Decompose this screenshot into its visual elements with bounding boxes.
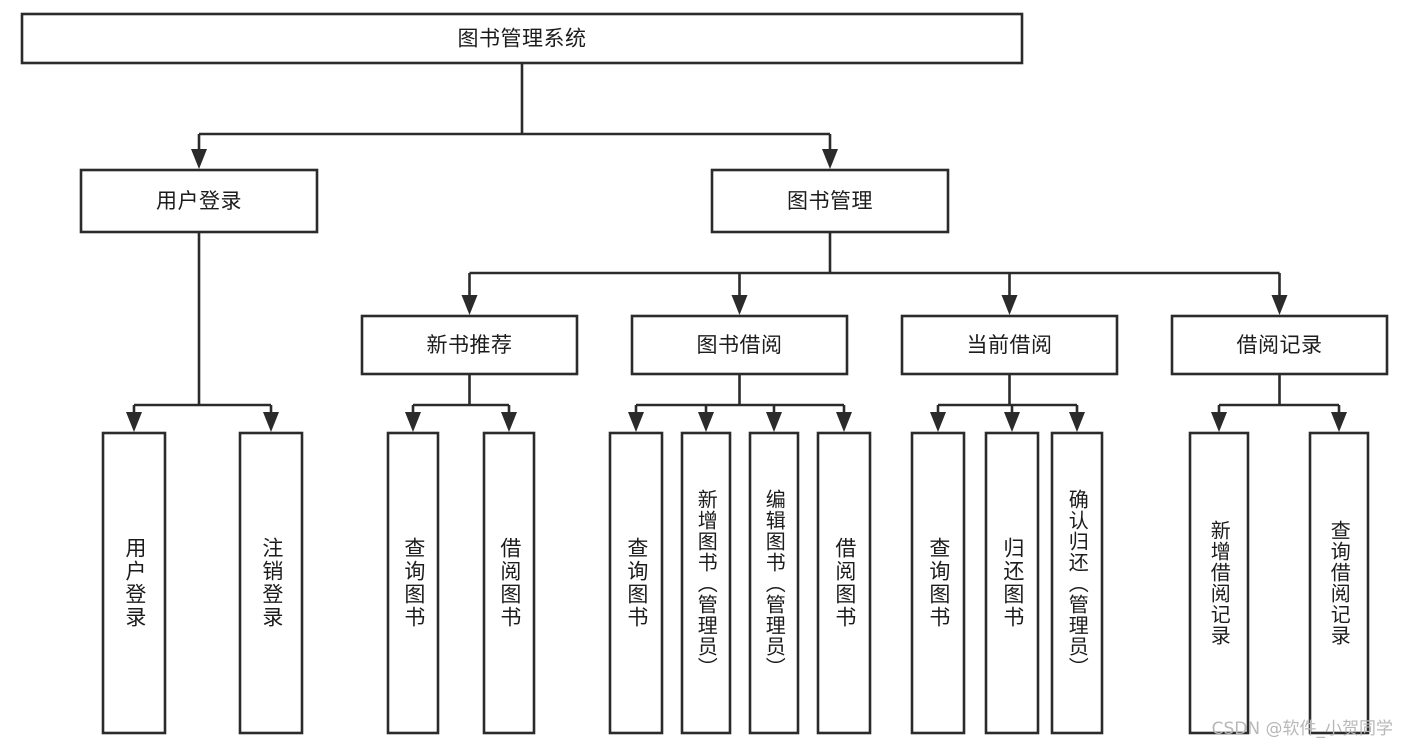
node-box[interactable]	[238, 431, 304, 735]
node-box[interactable]	[386, 431, 440, 735]
node-box[interactable]	[101, 431, 167, 735]
connector-layer	[126, 63, 1347, 432]
arrow-head-leaf-11	[1211, 412, 1227, 432]
node-leaf-2[interactable]	[386, 431, 440, 735]
arrow-head-leaf-8	[930, 412, 946, 432]
arrow-head-level3-0	[461, 295, 478, 315]
node-box[interactable]	[984, 431, 1040, 735]
node-level2-0[interactable]: 用户登录	[79, 168, 319, 234]
node-leaf-11[interactable]	[1188, 431, 1250, 735]
arrow-head-leaf-1	[263, 412, 279, 432]
node-box[interactable]	[1170, 314, 1389, 376]
node-label: 用户登录	[156, 189, 242, 213]
arrow-head-leaf-12	[1331, 412, 1347, 432]
node-leaf-1[interactable]	[238, 431, 304, 735]
node-label: 借阅记录	[1237, 333, 1323, 357]
node-leaf-9[interactable]	[984, 431, 1040, 735]
node-box[interactable]	[1188, 431, 1250, 735]
arrow-head-level2-0	[191, 149, 207, 169]
arrow-head-leaf-6	[766, 412, 782, 432]
node-label: 图书管理系统	[458, 27, 587, 51]
node-label: 图书借阅	[697, 333, 783, 357]
node-box[interactable]	[816, 431, 872, 735]
arrow-head-leaf-2	[405, 412, 421, 432]
arrow-head-level3-3	[1271, 295, 1288, 315]
node-box[interactable]	[748, 431, 800, 735]
node-leaf-10[interactable]	[1050, 431, 1104, 735]
node-box[interactable]	[360, 314, 579, 376]
node-leaf-4[interactable]	[608, 431, 664, 735]
node-level2-1[interactable]: 图书管理	[710, 168, 950, 234]
node-leaf-0[interactable]	[101, 431, 167, 735]
arrow-head-level3-1	[731, 295, 748, 315]
node-root-0[interactable]: 图书管理系统	[20, 12, 1024, 65]
arrow-head-leaf-7	[836, 412, 852, 432]
node-level3-0[interactable]: 新书推荐	[360, 314, 579, 376]
node-leaf-6[interactable]	[748, 431, 800, 735]
arrow-head-leaf-0	[126, 412, 142, 432]
node-level3-1[interactable]: 图书借阅	[630, 314, 849, 376]
node-leaf-12[interactable]	[1308, 431, 1370, 735]
node-leaf-8[interactable]	[910, 431, 966, 735]
arrow-head-level2-1	[822, 149, 838, 169]
node-level3-2[interactable]: 当前借阅	[900, 314, 1119, 376]
node-box[interactable]	[910, 431, 966, 735]
node-box[interactable]	[20, 12, 1024, 65]
node-level3-3[interactable]: 借阅记录	[1170, 314, 1389, 376]
arrow-head-leaf-3	[501, 412, 517, 432]
node-box[interactable]	[1050, 431, 1104, 735]
node-box[interactable]	[900, 314, 1119, 376]
arrow-head-leaf-5	[698, 412, 714, 432]
node-box[interactable]	[482, 431, 536, 735]
node-label: 新书推荐	[427, 333, 513, 357]
arrow-head-leaf-9	[1004, 412, 1020, 432]
arrow-head-level3-2	[1001, 295, 1018, 315]
arrow-head-leaf-4	[628, 412, 644, 432]
node-box[interactable]	[680, 431, 732, 735]
node-box[interactable]	[710, 168, 950, 234]
node-leaf-7[interactable]	[816, 431, 872, 735]
node-box[interactable]	[630, 314, 849, 376]
node-label: 图书管理	[787, 189, 873, 213]
node-box[interactable]	[1308, 431, 1370, 735]
node-leaf-5[interactable]	[680, 431, 732, 735]
arrow-head-leaf-10	[1069, 412, 1085, 432]
node-label: 当前借阅	[967, 333, 1053, 357]
node-box[interactable]	[79, 168, 319, 234]
node-leaf-3[interactable]	[482, 431, 536, 735]
watermark-text: CSDN @软件_小贺同学	[1211, 719, 1393, 739]
node-box[interactable]	[608, 431, 664, 735]
